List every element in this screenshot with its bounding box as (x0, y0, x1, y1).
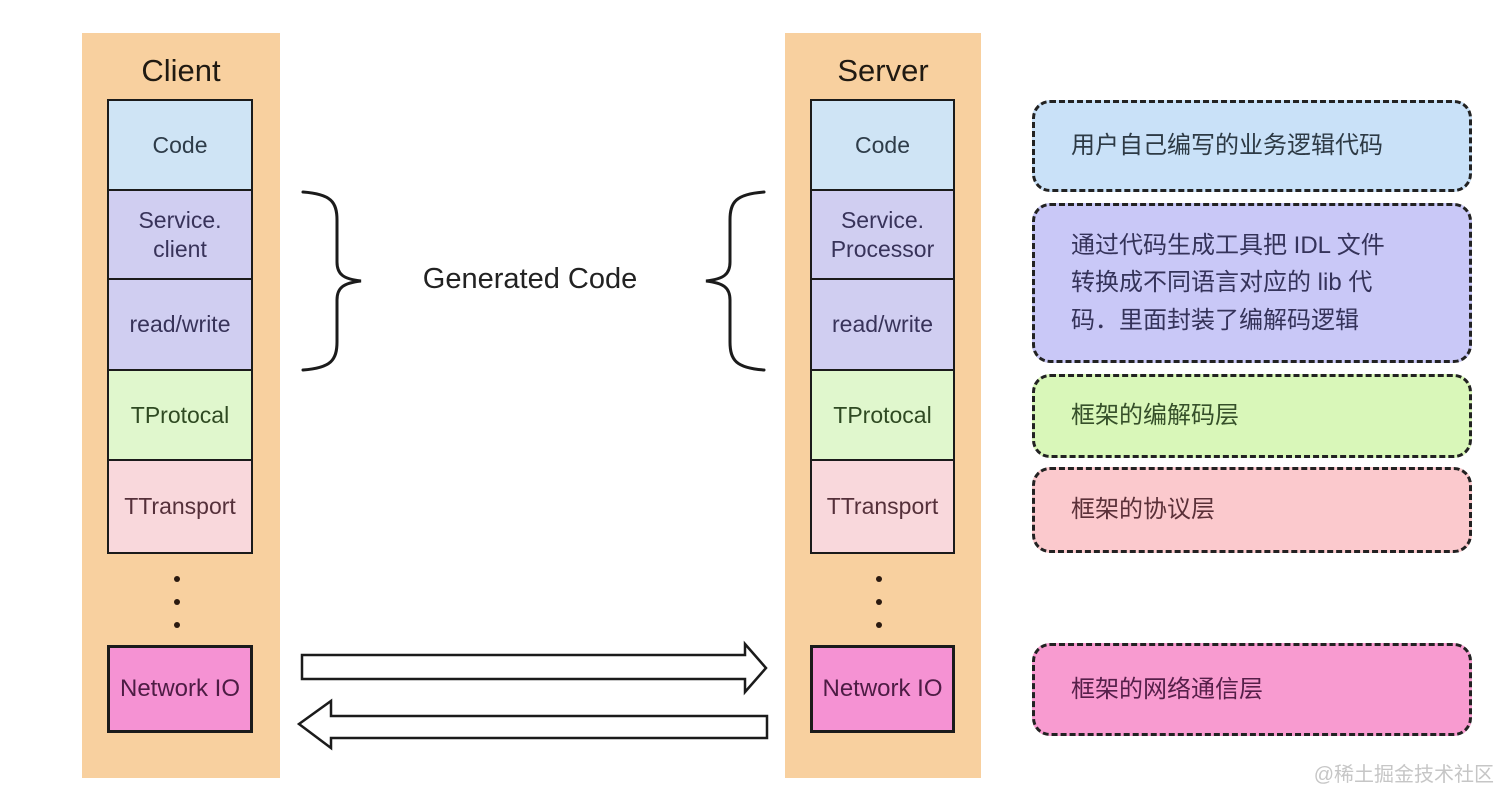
client-ellipsis-dots (174, 576, 180, 628)
client-title: Client (141, 53, 221, 88)
network-io-arrows (296, 640, 769, 751)
server-layer-service-processor: Service. Processor (810, 189, 955, 280)
annotation-generated-lib: 通过代码生成工具把 IDL 文件 转换成不同语言对应的 lib 代 码．里面封装… (1032, 203, 1472, 363)
client-panel: Client Code Service. client read/write T… (82, 33, 280, 778)
client-layer-network-io: Network IO (107, 645, 253, 733)
server-panel: Server Code Service. Processor read/writ… (785, 33, 981, 778)
server-ellipsis-dots (876, 576, 882, 628)
server-layer-code: Code (810, 99, 955, 191)
server-title: Server (837, 53, 929, 88)
annotation-user-code: 用户自己编写的业务逻辑代码 (1032, 100, 1472, 192)
annotation-codec-layer: 框架的编解码层 (1032, 374, 1472, 458)
watermark: @稀土掘金技术社区 (1313, 764, 1494, 786)
client-layer-service-client: Service. client (107, 189, 253, 280)
dot (876, 599, 882, 605)
curly-brace-left-opening-icon (705, 190, 766, 372)
annotation-protocol-layer: 框架的协议层 (1032, 467, 1472, 553)
curly-brace-right-closing-icon (301, 190, 362, 372)
client-layer-tprotocal: TProtocal (107, 369, 253, 461)
dot (174, 576, 180, 582)
server-layer-network-io: Network IO (810, 645, 955, 733)
arrow-left-icon (296, 698, 769, 751)
dot (876, 576, 882, 582)
dot (174, 622, 180, 628)
arrow-right-icon (300, 640, 768, 696)
server-layer-read-write: read/write (810, 278, 955, 371)
annotation-network-layer: 框架的网络通信层 (1032, 643, 1472, 736)
dot (174, 599, 180, 605)
server-layer-tprotocal: TProtocal (810, 369, 955, 461)
client-layer-ttransport: TTransport (107, 459, 253, 554)
server-layer-ttransport: TTransport (810, 459, 955, 554)
generated-code-label: Generated Code (422, 263, 638, 295)
client-layer-read-write: read/write (107, 278, 253, 371)
client-layer-code: Code (107, 99, 253, 191)
dot (876, 622, 882, 628)
